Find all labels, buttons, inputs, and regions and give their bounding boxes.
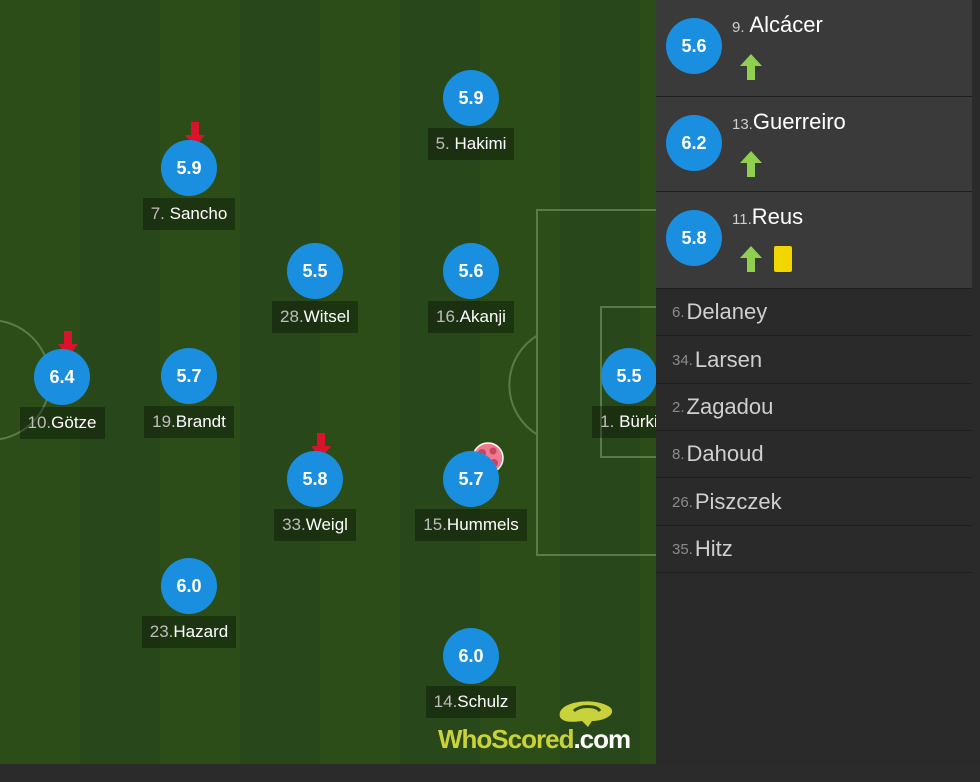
player-rating: 5.9: [161, 140, 217, 196]
bench-row-delaney[interactable]: 6. Delaney: [656, 289, 972, 336]
sub-on-arrow-icon: [740, 246, 762, 272]
player-rating: 6.4: [34, 349, 90, 405]
sub-icons: [740, 54, 762, 80]
player-rating: 5.9: [443, 70, 499, 126]
player-name: 33.Weigl: [233, 509, 397, 541]
sub-name: 13.Guerreiro: [732, 109, 846, 134]
player-rating: 6.0: [161, 558, 217, 614]
bench-row-piszczek[interactable]: 26.Piszczek: [656, 479, 972, 526]
pitch: 5.9 5. Hakimi 5.9 7. Sancho 5.5 28.Witse…: [0, 0, 656, 764]
player-rating: 5.8: [287, 451, 343, 507]
sub-icons: [740, 151, 762, 177]
player-name: 7. Sancho: [107, 198, 271, 230]
player-rating: 5.7: [161, 348, 217, 404]
player-rating: 5.5: [601, 348, 656, 404]
player-name: 16.Akanji: [389, 301, 553, 333]
yellow-card-icon: [774, 246, 792, 272]
logo-mark-icon: [559, 701, 613, 727]
bench-row-dahoud[interactable]: 8. Dahoud: [656, 431, 972, 478]
player-rating: 5.6: [443, 243, 499, 299]
player-name: 14.Schulz: [389, 686, 553, 718]
sub-row-guerreiro[interactable]: 6.2 13.Guerreiro: [656, 97, 972, 192]
player-name: 28.Witsel: [233, 301, 397, 333]
player-name: 10.Götze: [0, 407, 144, 439]
pitch-lines: [0, 209, 656, 556]
bench-row-zagadou[interactable]: 2. Zagadou: [656, 384, 972, 431]
sub-row-alcacer[interactable]: 5.6 9. Alcácer: [656, 0, 972, 97]
player-name: 23.Hazard: [107, 616, 271, 648]
sub-icons: [740, 246, 792, 272]
bench-row-larsen[interactable]: 34.Larsen: [656, 337, 972, 384]
player-rating: 5.7: [443, 451, 499, 507]
whoscored-logo[interactable]: WhoScored.com: [438, 697, 648, 755]
player-name: 5. Hakimi: [389, 128, 553, 160]
sub-rating: 5.6: [666, 18, 722, 74]
sub-rating: 5.8: [666, 210, 722, 266]
player-rating: 6.0: [443, 628, 499, 684]
player-rating: 5.5: [287, 243, 343, 299]
player-name: 15.Hummels: [389, 509, 553, 541]
bench-panel: 5.6 9. Alcácer 6.2 13.Guerreiro 5.8 11.R…: [656, 0, 980, 764]
sub-name: 9. Alcácer: [732, 12, 823, 37]
bottom-strip: [0, 764, 980, 782]
sub-on-arrow-icon: [740, 151, 762, 177]
sub-row-reus[interactable]: 5.8 11.Reus: [656, 192, 972, 289]
player-name: 1. Bürki: [547, 406, 656, 438]
bench-row-hitz[interactable]: 35.Hitz: [656, 526, 972, 573]
sub-name: 11.Reus: [732, 204, 804, 229]
player-name: 19.Brandt: [107, 406, 271, 438]
sub-on-arrow-icon: [740, 54, 762, 80]
logo-wordmark: WhoScored.com: [438, 724, 631, 754]
sub-rating: 6.2: [666, 115, 722, 171]
